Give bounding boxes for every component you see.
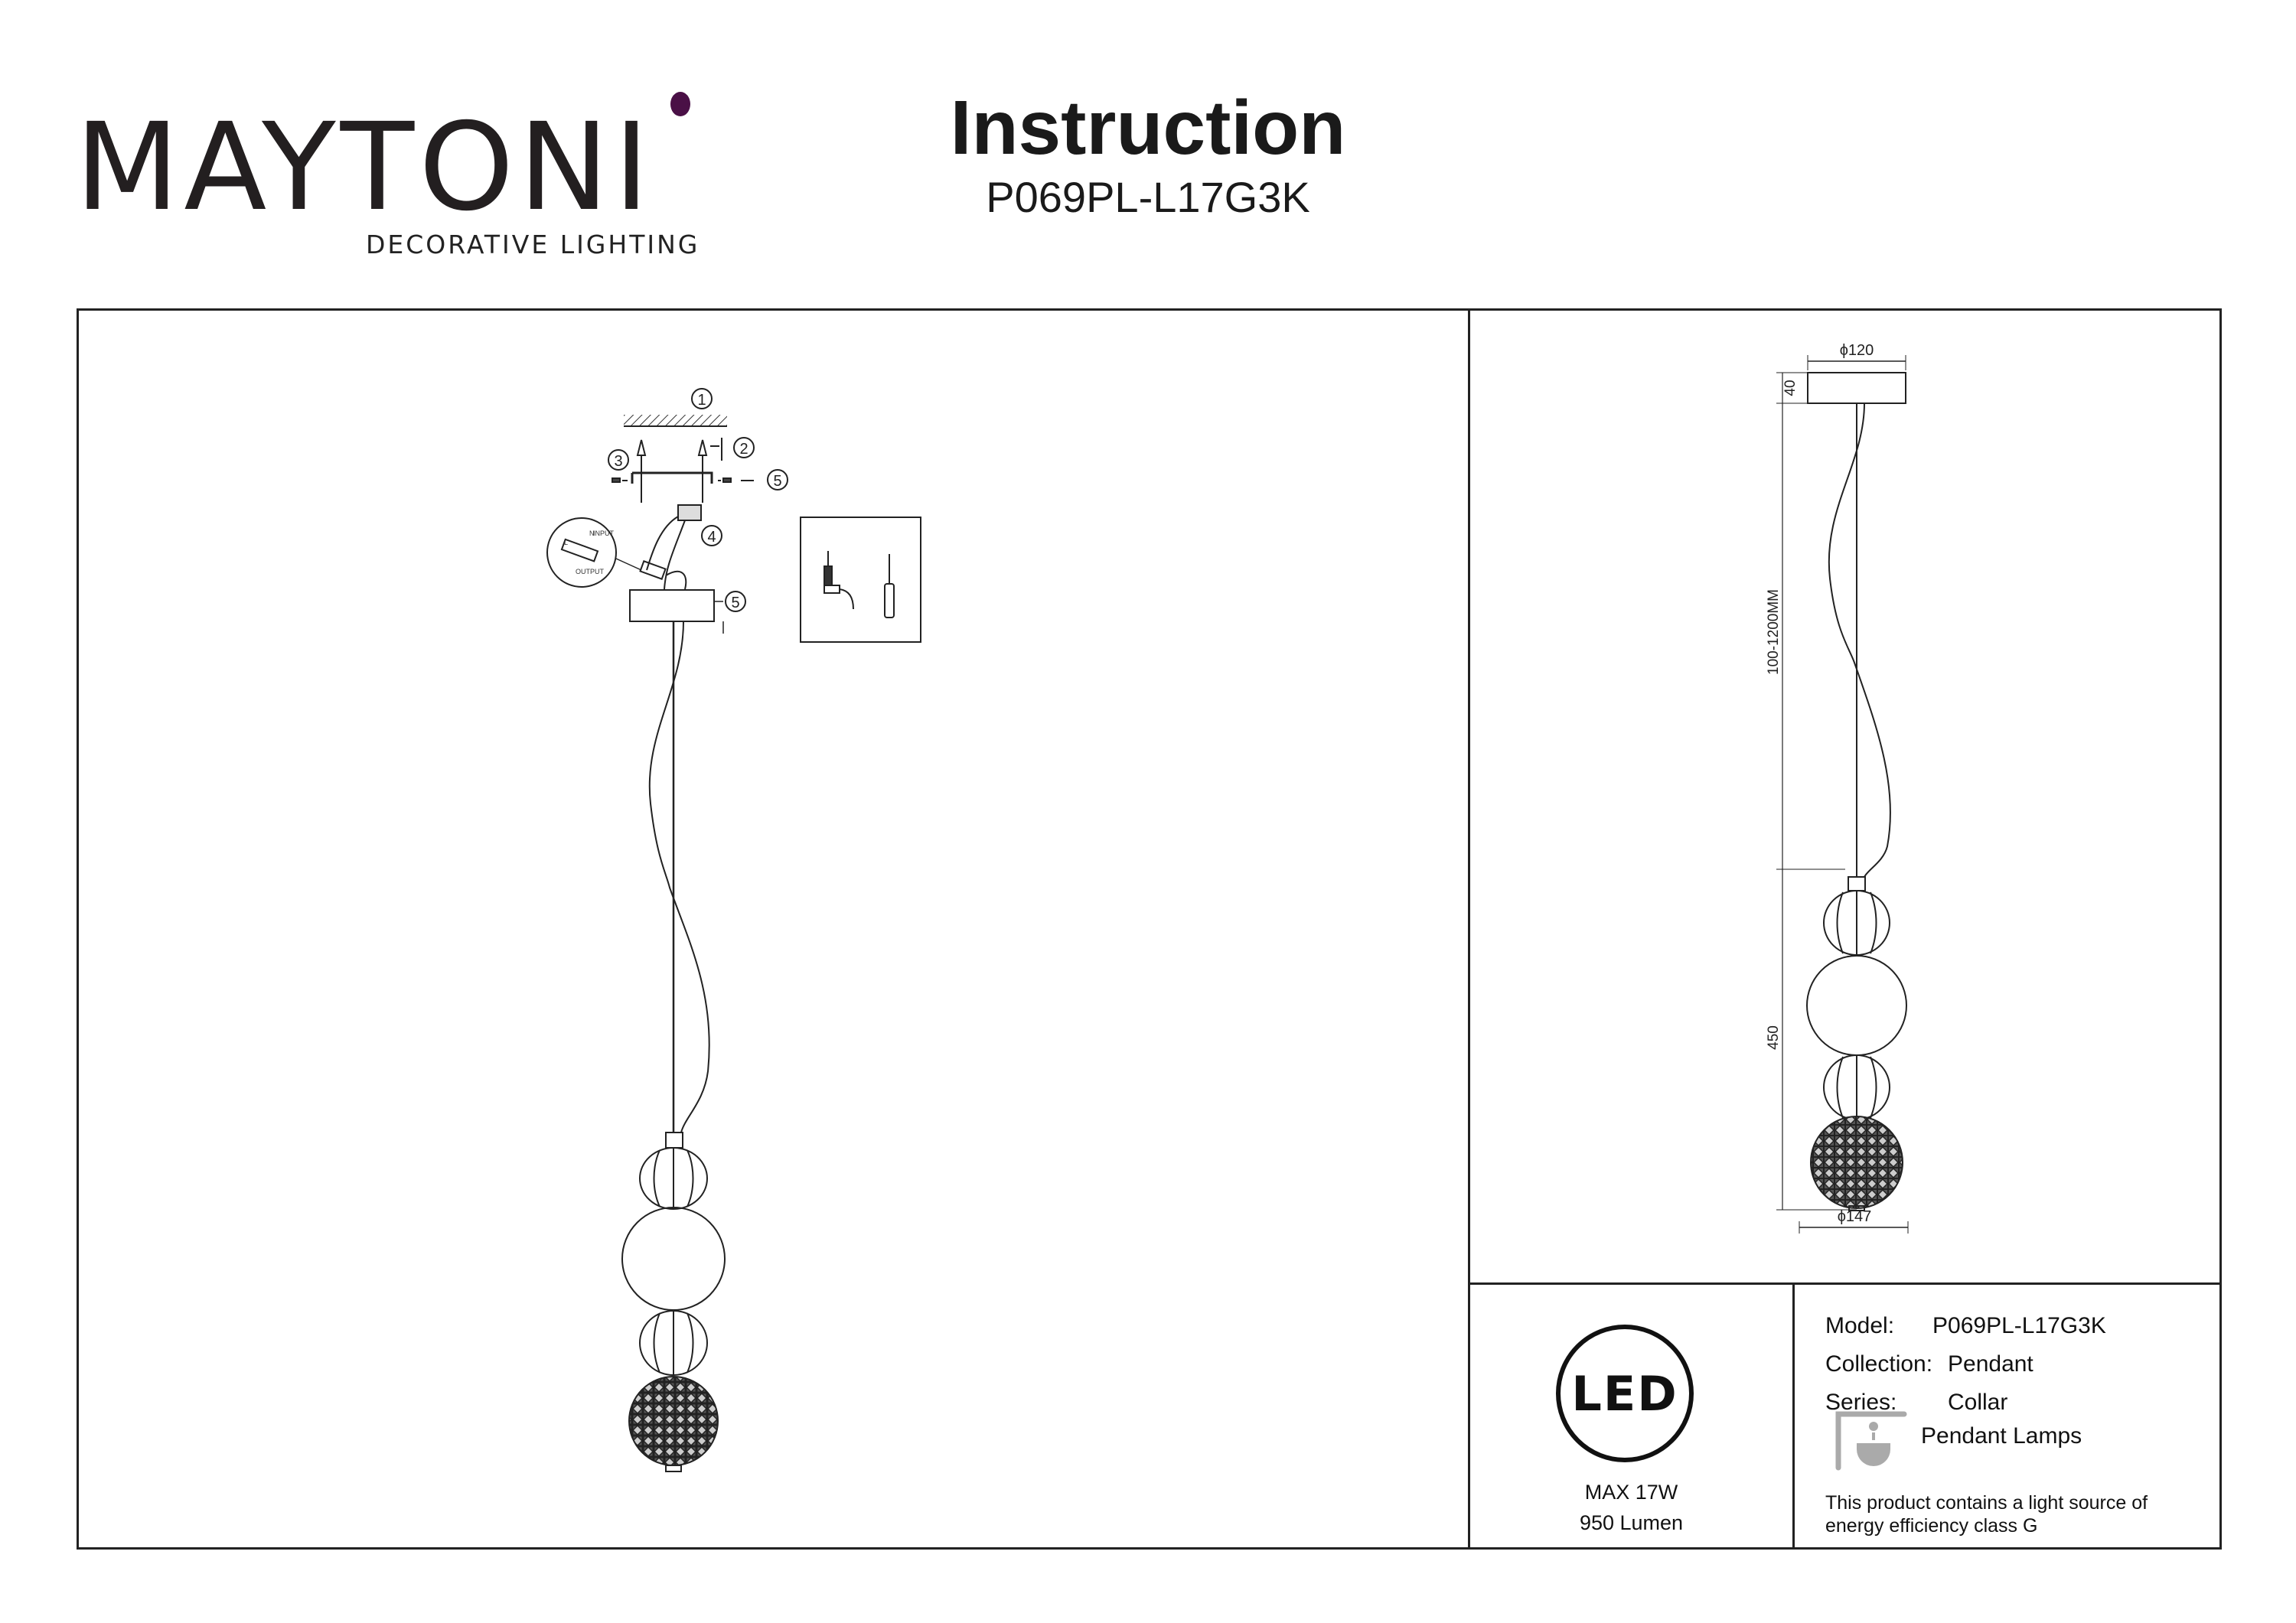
canopy-height: 40 — [1782, 380, 1799, 396]
shade-top-ribbed — [1823, 890, 1890, 956]
divider — [1792, 1282, 1795, 1547]
drill-icon — [823, 551, 854, 610]
series-value: Collar — [1948, 1390, 2008, 1415]
installation-diagram: 1 2 3 5 4 INPUT OUTPUT L N 5 — [546, 388, 921, 1472]
tools-box — [800, 517, 921, 643]
max-power: MAX 17W — [1584, 1481, 1678, 1504]
svg-text:2: 2 — [739, 441, 748, 458]
series-label: Series: — [1825, 1390, 1897, 1415]
dimension-drawing: ϕ120 40 100-1200MM 450 ϕ147 — [1766, 342, 1909, 1234]
svg-text:3: 3 — [614, 453, 622, 470]
svg-text:OUTPUT: OUTPUT — [576, 568, 605, 575]
step-2-marker: 2 — [733, 437, 755, 458]
svg-text:5: 5 — [773, 473, 781, 490]
shade-diameter: ϕ147 — [1838, 1208, 1872, 1225]
step-1-marker: 1 — [691, 388, 713, 409]
pendant-lamp-icon — [1835, 1411, 1907, 1471]
screwdriver-icon — [884, 554, 895, 618]
canopy — [629, 589, 715, 622]
drawing-frame — [77, 308, 2222, 1550]
step-5-marker: 5 — [725, 591, 746, 612]
canopy-diameter: ϕ120 — [1840, 342, 1874, 359]
led-icon: LED — [1556, 1325, 1694, 1462]
shade-height: 450 — [1766, 1025, 1782, 1050]
model-code-heading: P069PL-L17G3K — [986, 173, 1310, 221]
step-3-marker: 3 — [608, 449, 629, 471]
shade-middle-ribbed — [1823, 1054, 1890, 1120]
divider — [1468, 1282, 2219, 1285]
maytoni-logo: MAYTONI — [75, 97, 654, 238]
page-title: Instruction — [950, 85, 1346, 171]
luminous-flux: 950 Lumen — [1579, 1511, 1684, 1534]
logo-accent-dot — [670, 92, 690, 116]
canopy — [1807, 372, 1906, 404]
energy-note-line2: energy efficiency class G — [1825, 1515, 2038, 1537]
model-label: Model: — [1825, 1313, 1895, 1338]
step-5-marker: 5 — [767, 469, 788, 490]
divider — [1468, 308, 1470, 1547]
shade-globe — [621, 1207, 726, 1311]
svg-text:1: 1 — [697, 392, 706, 409]
energy-note-line1: This product contains a light source of — [1825, 1492, 2148, 1514]
svg-text:INPUT: INPUT — [593, 530, 615, 537]
cord-length: 100-1200MM — [1766, 589, 1782, 675]
shade-globe — [1806, 955, 1907, 1056]
svg-text:5: 5 — [731, 595, 739, 611]
shade-middle-ribbed — [639, 1310, 708, 1376]
shade-top-ribbed — [639, 1147, 708, 1210]
category: Pendant Lamps — [1921, 1423, 2082, 1449]
driver — [639, 560, 667, 580]
shade-faceted — [1810, 1116, 1903, 1209]
ceiling-hatch — [624, 415, 727, 425]
collection-label: Collection: — [1825, 1351, 1933, 1377]
model-value: P069PL-L17G3K — [1932, 1313, 2106, 1338]
svg-text:L: L — [564, 539, 568, 546]
terminal-block — [677, 504, 702, 521]
collection-value: Pendant — [1948, 1351, 2033, 1377]
driver-detail — [546, 517, 617, 588]
svg-text:4: 4 — [707, 529, 716, 546]
step-4-marker: 4 — [701, 525, 722, 546]
brand-tagline: DECORATIVE LIGHTING — [366, 230, 700, 259]
svg-text:N: N — [589, 530, 595, 537]
shade-faceted — [628, 1376, 719, 1466]
